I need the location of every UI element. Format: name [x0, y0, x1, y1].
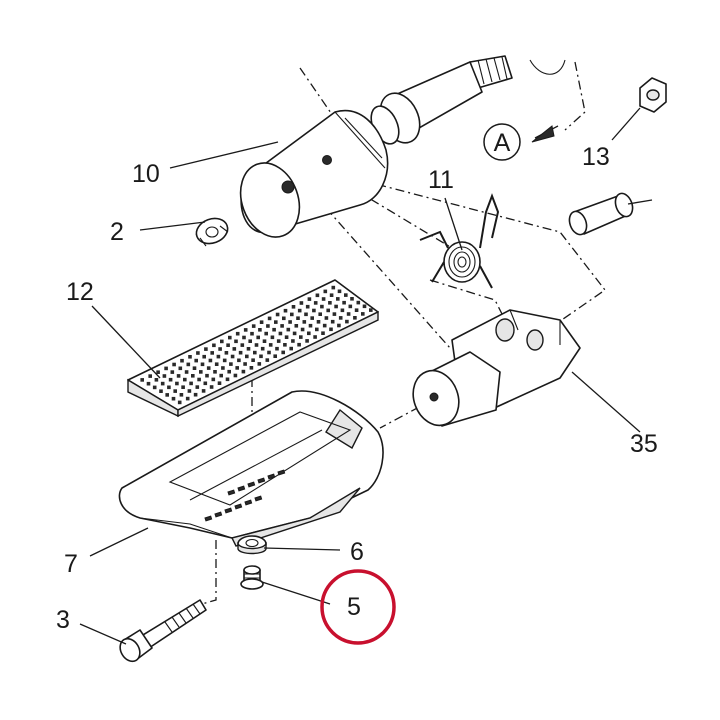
part-35-pivot: [412, 309, 581, 427]
leader-12: [91, 305, 161, 379]
leader-13: [611, 107, 641, 141]
part-7-footpeg: [118, 390, 384, 547]
leader-35: [571, 371, 641, 433]
part-5-bush: [240, 565, 264, 590]
highlight-circle-part-5: [320, 569, 396, 645]
part-6-washer: [237, 535, 267, 555]
callout-3: 3: [56, 606, 70, 634]
leader-2: [139, 221, 206, 231]
leader-pin: [627, 199, 653, 205]
leader-11: [444, 197, 463, 251]
part-11-spring: [419, 193, 500, 289]
assembly-line-view-a: [564, 61, 586, 131]
view-a-arrow: [531, 125, 555, 143]
leader-6: [263, 547, 341, 551]
part-12-grip-pad: [127, 279, 379, 418]
assembly-line-peg: [379, 397, 437, 429]
leader-lines: [79, 107, 653, 645]
part-2-clip: [195, 217, 229, 247]
callout-5: 5: [347, 593, 361, 621]
callout-7: 7: [64, 550, 78, 578]
part-13-nut: [639, 77, 667, 113]
assembly-line-bolt: [194, 540, 217, 607]
callout-11: 11: [428, 166, 454, 194]
view-a-marker: A: [483, 123, 521, 161]
leader-10: [169, 141, 279, 169]
assembly-line-pivot: [325, 207, 451, 349]
part-pin: [568, 192, 634, 236]
callout-6: 6: [350, 538, 364, 566]
leader-7: [89, 527, 149, 557]
view-a-label: A: [494, 129, 511, 157]
callout-2: 2: [110, 218, 124, 246]
part-3-bolt: [119, 599, 207, 663]
callout-10: 10: [132, 160, 160, 188]
part-10-bracket: [239, 55, 566, 238]
callout-13: 13: [582, 143, 610, 171]
assembly-line-pin: [321, 169, 606, 379]
drain-slots: [204, 469, 286, 522]
callout-12: 12: [66, 278, 94, 306]
leader-5: [261, 581, 331, 605]
callout-35: 35: [630, 430, 658, 458]
grip-texture: [140, 285, 373, 405]
leader-3: [79, 623, 127, 645]
callout-labels: 10 2 11 13 12 35 7 6 5 3: [56, 143, 658, 634]
